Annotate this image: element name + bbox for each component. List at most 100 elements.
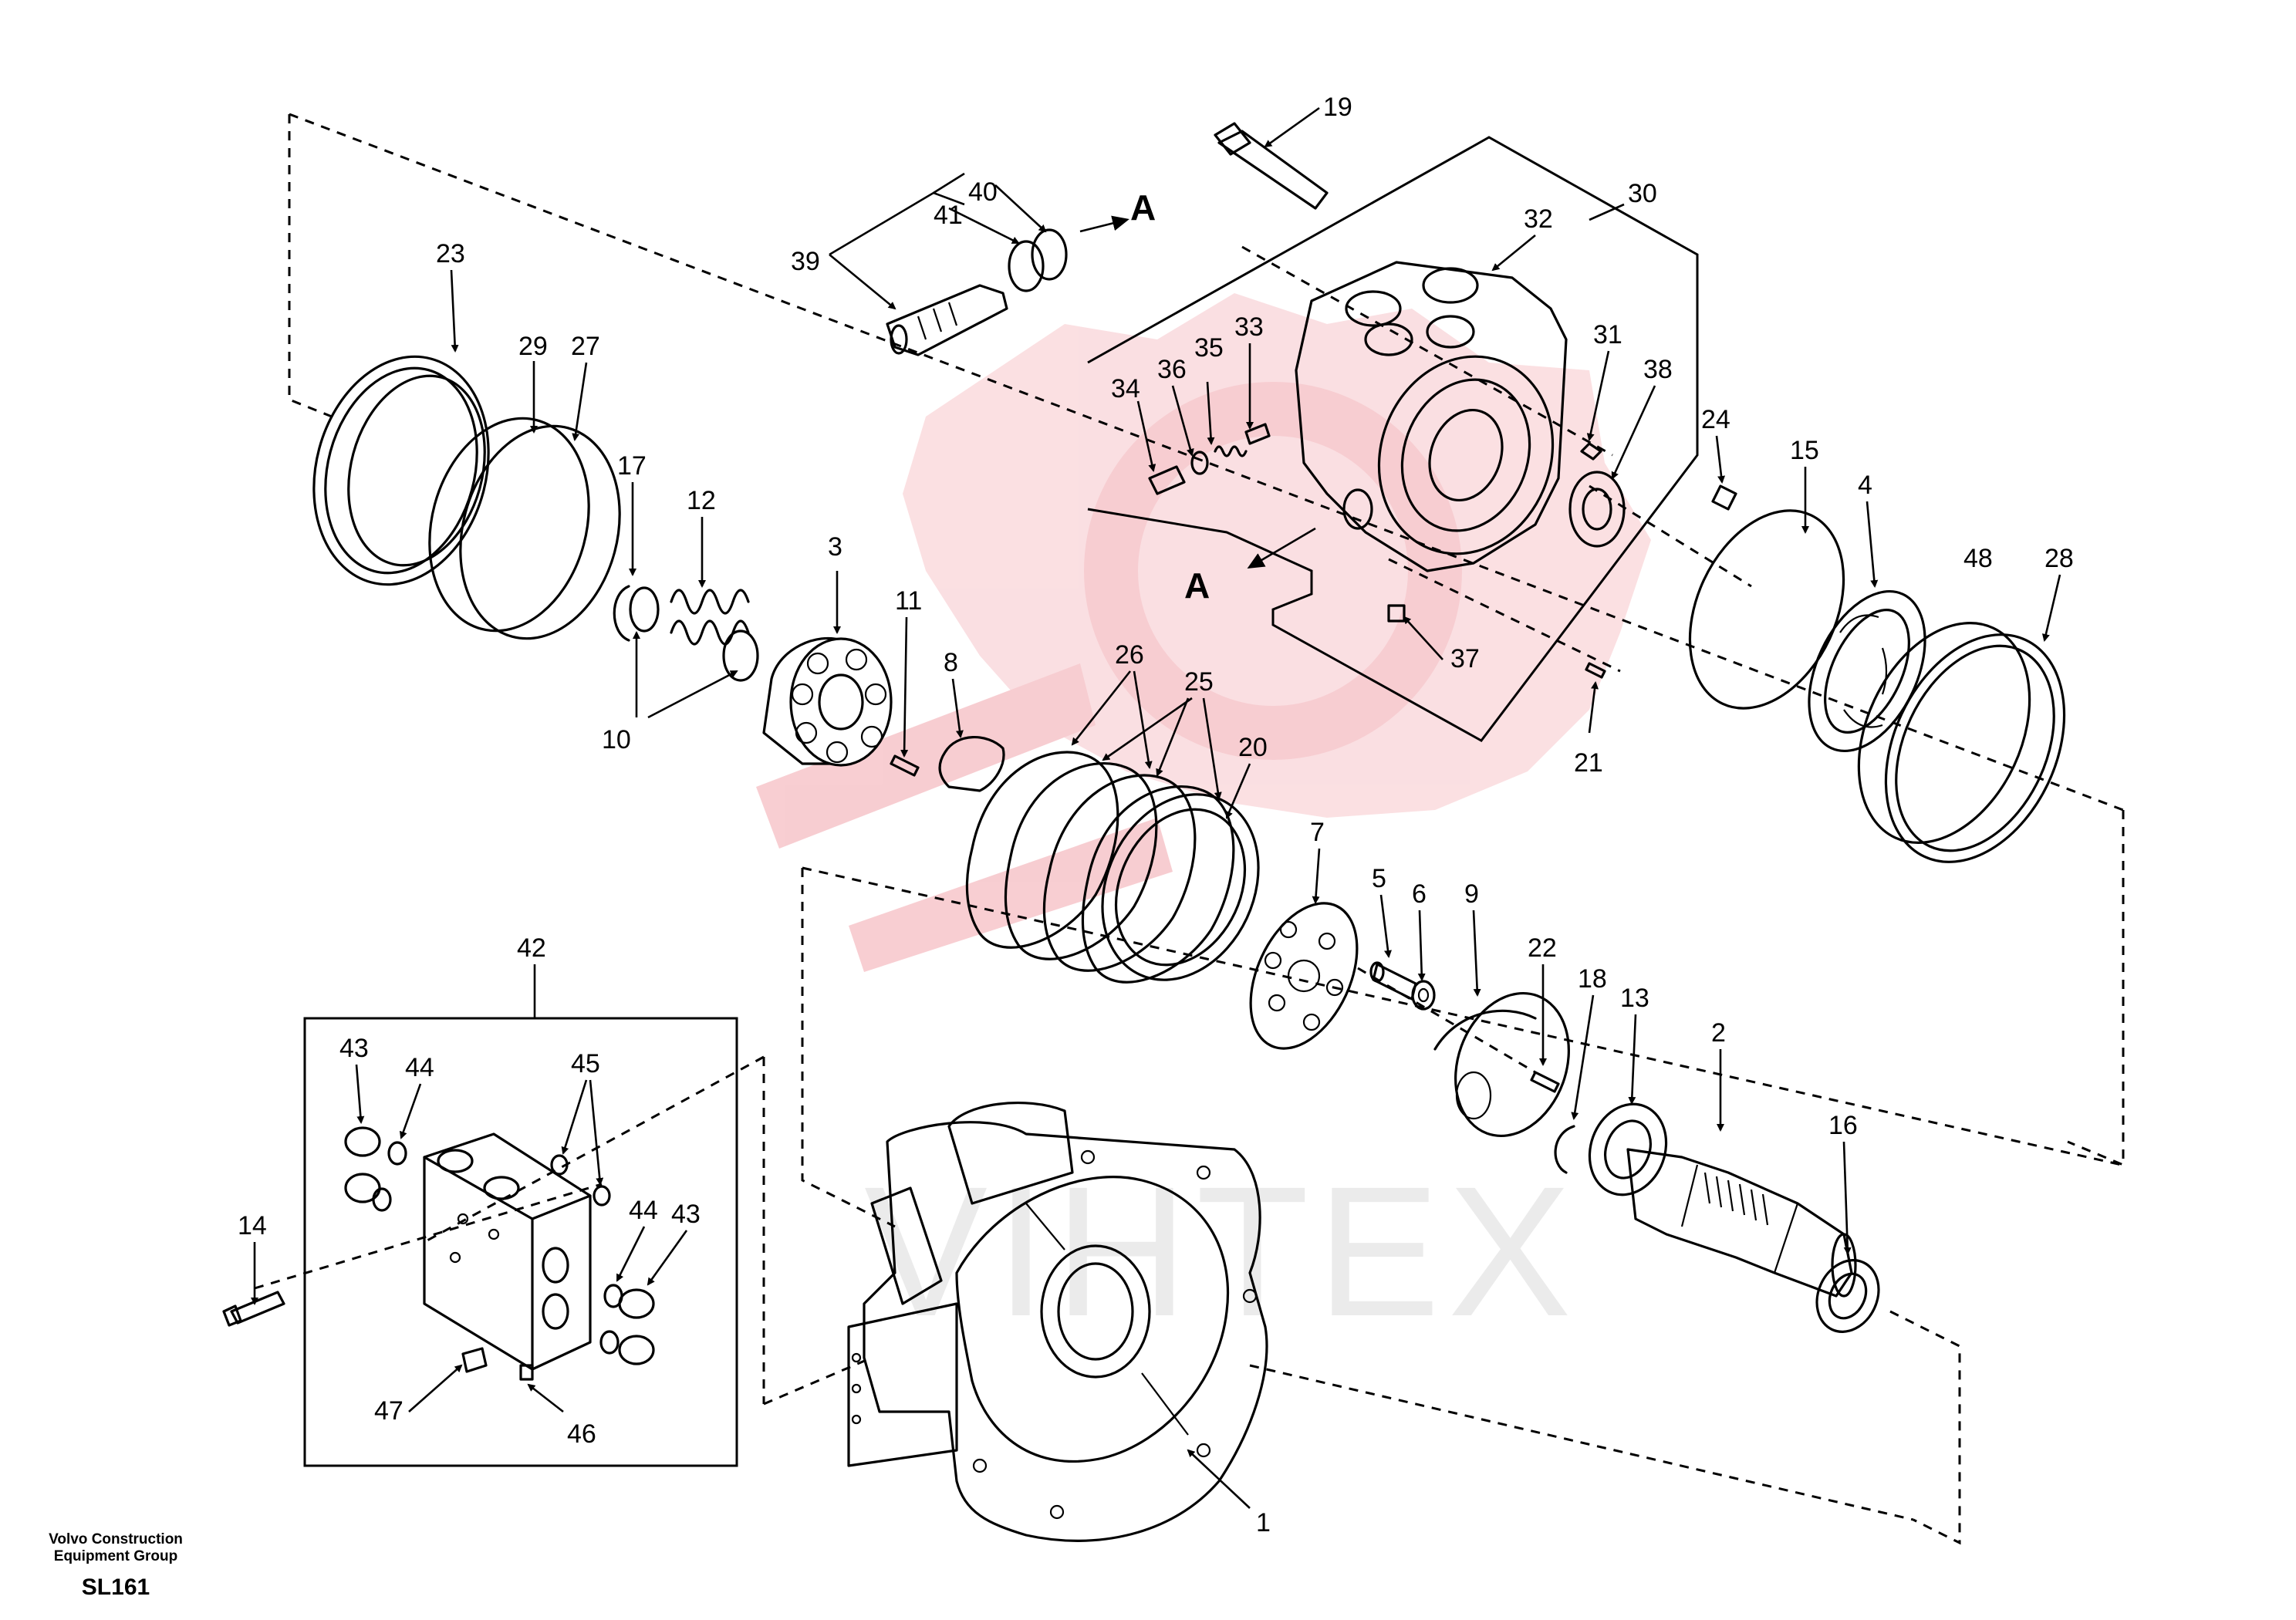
callout-labels: 1 2 3 4 5 6 7 8 9 10 11 12 13 14 15 16 1… — [238, 93, 2074, 1537]
part-8-bushing — [938, 736, 1005, 792]
footer-code: SL161 — [81, 1574, 150, 1600]
callout-8: 8 — [944, 648, 958, 677]
part-30-bracket — [1087, 136, 1699, 742]
callout-30: 30 — [1628, 179, 1657, 208]
part-5-piston — [1369, 961, 1417, 1001]
callout-43a: 43 — [339, 1034, 369, 1063]
part-40-backup-ring — [1031, 228, 1068, 281]
callout-16: 16 — [1828, 1111, 1858, 1140]
section-marker-a-body: A — [1184, 565, 1210, 606]
callout-9: 9 — [1464, 879, 1479, 909]
part-25-separator-plates — [1004, 762, 1235, 984]
part-14-bolt — [222, 1291, 285, 1327]
callout-21: 21 — [1574, 748, 1603, 778]
part-28-ring — [1884, 633, 2066, 863]
section-marker-a-top: A — [1130, 187, 1156, 228]
part-44-o-rings — [372, 1141, 623, 1355]
callout-40: 40 — [968, 177, 998, 207]
callout-18: 18 — [1578, 964, 1607, 994]
callout-35: 35 — [1194, 333, 1224, 363]
part-9-swash-plate — [1433, 991, 1570, 1138]
part-43-plugs — [344, 1126, 655, 1365]
part-19-bolt — [1214, 122, 1329, 210]
part-27-ring — [459, 424, 621, 640]
part-3-cylinder-block — [762, 636, 893, 767]
callout-44a: 44 — [405, 1053, 434, 1082]
callout-22: 22 — [1528, 933, 1557, 963]
callout-45: 45 — [571, 1049, 600, 1078]
part-38-bearing — [1568, 471, 1626, 548]
part-10-washers — [629, 586, 759, 682]
part-46-plug — [519, 1364, 534, 1381]
part-7-retainer-plate — [1249, 902, 1359, 1050]
part-12-spring — [670, 589, 750, 646]
callout-20: 20 — [1238, 733, 1268, 762]
callout-28: 28 — [2044, 544, 2074, 573]
watermark-text: VIHTEX — [864, 1148, 1579, 1355]
part-23-seal-ring — [312, 355, 490, 586]
footer: Volvo Construction Equipment Group SL161 — [15, 1531, 216, 1601]
callout-3: 3 — [828, 532, 842, 562]
part-22-pin — [1530, 1071, 1560, 1093]
callout-46: 46 — [567, 1419, 596, 1449]
part-31-pin — [1580, 442, 1602, 461]
callout-6: 6 — [1412, 879, 1427, 909]
callout-33: 33 — [1234, 312, 1264, 342]
part-33-poppet — [1244, 423, 1271, 445]
callout-36: 36 — [1157, 355, 1187, 384]
callout-26: 26 — [1115, 640, 1144, 670]
part-17-snap-ring — [613, 585, 630, 642]
part-6-shoe — [1411, 980, 1436, 1011]
callout-27: 27 — [571, 332, 600, 361]
callout-42: 42 — [517, 933, 546, 963]
part-1-housing — [847, 1101, 1268, 1542]
callout-17: 17 — [617, 451, 647, 481]
part-45-o-rings — [550, 1154, 611, 1207]
part-36-o-ring — [1190, 451, 1209, 475]
callout-19: 19 — [1323, 93, 1352, 122]
callout-7: 7 — [1310, 818, 1325, 847]
footer-brand-line2: Equipment Group — [53, 1548, 178, 1564]
callout-1: 1 — [1256, 1508, 1271, 1537]
part-41-o-ring — [1008, 240, 1045, 292]
part-18-snap-ring — [1554, 1125, 1575, 1174]
part-39-valve-spool — [886, 284, 1008, 356]
callout-32: 32 — [1524, 204, 1553, 234]
callout-44b: 44 — [629, 1196, 658, 1225]
part-34-plug — [1148, 465, 1186, 495]
callout-34: 34 — [1111, 374, 1140, 403]
callout-48: 48 — [1963, 544, 1993, 573]
callout-4: 4 — [1858, 471, 1872, 500]
callout-5: 5 — [1372, 864, 1386, 893]
callout-31: 31 — [1593, 320, 1622, 349]
leader-lines — [251, 106, 2061, 1509]
callout-10: 10 — [602, 725, 631, 754]
part-21-pin — [1585, 662, 1606, 679]
part-26-friction-plates — [965, 751, 1197, 972]
callout-15: 15 — [1790, 436, 1819, 465]
part-15-o-ring — [1688, 509, 1845, 710]
part-32-cover — [1295, 261, 1568, 572]
callout-23: 23 — [436, 239, 465, 268]
footer-brand-line1: Volvo Construction — [49, 1531, 183, 1547]
callout-13: 13 — [1620, 984, 1649, 1013]
part-48-o-ring — [1857, 622, 2031, 844]
callout-12: 12 — [687, 486, 716, 515]
part-16-oil-seal — [1815, 1259, 1880, 1333]
part-47-plug — [461, 1347, 488, 1373]
callout-37: 37 — [1450, 644, 1480, 673]
part-13-bearing — [1588, 1102, 1668, 1196]
part-11-pin — [890, 754, 920, 777]
part-42-box — [303, 1017, 738, 1467]
callout-39: 39 — [791, 247, 820, 276]
callout-47: 47 — [374, 1396, 403, 1426]
assembly-dashed-lines — [254, 113, 2125, 1545]
part-42-valve-block — [423, 1132, 592, 1371]
callout-29: 29 — [518, 332, 548, 361]
callout-41: 41 — [934, 201, 963, 230]
part-24-plug — [1711, 484, 1737, 511]
callout-24: 24 — [1701, 405, 1730, 434]
callout-38: 38 — [1643, 355, 1673, 384]
callout-14: 14 — [238, 1211, 267, 1240]
part-2-shaft — [1626, 1148, 1857, 1298]
